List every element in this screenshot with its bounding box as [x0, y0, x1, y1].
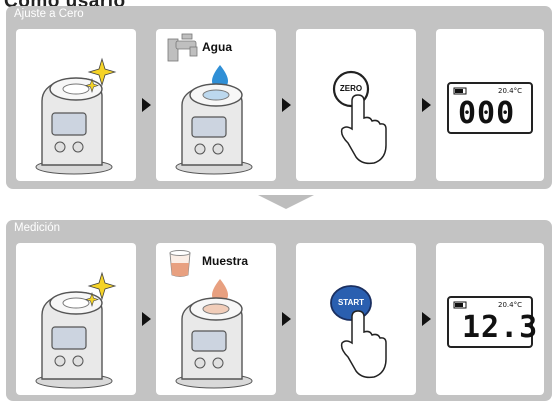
faucet-icon: [167, 33, 198, 62]
display-value: 12.3: [462, 310, 539, 345]
step-display-zero: 20.4°C 000: [436, 29, 544, 181]
zero-adjust-section: Ajuste a Cero: [6, 6, 552, 189]
pointing-hand-icon: [340, 94, 387, 165]
sparkle-small-icon: [85, 291, 99, 308]
refractometer-water-illustration: [167, 33, 253, 175]
step-clean-device: [16, 243, 136, 395]
arrow-right-icon: [282, 312, 291, 326]
step-add-sample: Muestra: [156, 243, 276, 395]
section-title: Medición: [14, 222, 61, 234]
arrow-right-icon: [142, 98, 151, 112]
refractometer-sample-illustration: [169, 250, 253, 389]
pointing-hand-icon: [340, 310, 387, 379]
step-display-result: 20.4°C 12.3: [436, 243, 544, 395]
arrow-right-icon: [422, 98, 431, 112]
arrow-right-icon: [142, 312, 151, 326]
sample-drop-icon: [212, 279, 228, 302]
battery-icon: [453, 87, 467, 95]
display-temperature: 20.4°C: [498, 87, 522, 95]
press-button-illustration: [330, 285, 387, 379]
down-arrow-icon: [258, 195, 314, 209]
step-clean-device: [16, 29, 136, 181]
sparkle-icon: [87, 271, 117, 301]
step-press-start: START: [296, 243, 416, 395]
zero-button-label: ZERO: [339, 84, 363, 93]
sample-label: Muestra: [202, 254, 249, 268]
measurement-section: Medición: [6, 220, 552, 401]
water-label: Agua: [202, 40, 232, 54]
refractometer-clean-illustration: [35, 57, 117, 175]
section-title: Ajuste a Cero: [14, 8, 84, 20]
start-button-label: START: [337, 298, 365, 307]
sparkle-icon: [87, 57, 117, 87]
step-press-zero: ZERO: [296, 29, 416, 181]
display-temperature: 20.4°C: [498, 301, 522, 309]
sample-cup-icon: [169, 250, 191, 277]
water-drop-icon: [212, 65, 228, 88]
arrow-right-icon: [282, 98, 291, 112]
lcd-display-illustration: [447, 296, 533, 348]
press-button-illustration: [332, 70, 387, 165]
sparkle-small-icon: [85, 77, 99, 94]
display-value: 000: [458, 96, 516, 131]
refractometer-clean-illustration: [35, 271, 117, 389]
step-add-water: Agua: [156, 29, 276, 181]
battery-icon: [453, 301, 467, 309]
arrow-right-icon: [422, 312, 431, 326]
lcd-display-illustration: [447, 82, 533, 134]
